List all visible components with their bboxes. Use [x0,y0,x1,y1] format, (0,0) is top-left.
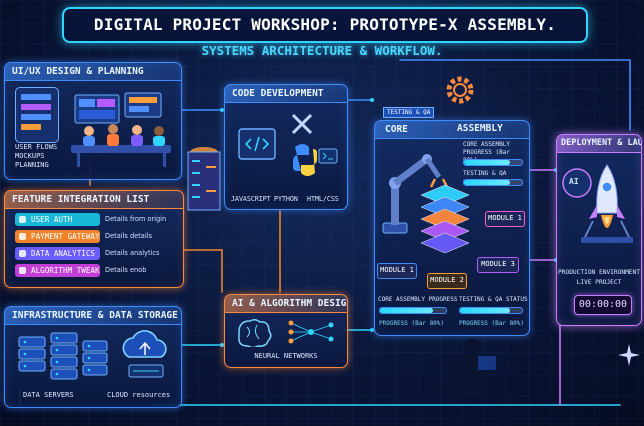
core-title-2: ASSEMBLY [457,123,503,134]
launch-timer: 00:00:00 [574,295,632,315]
core-progress-fill [380,308,433,313]
feature-desc: Details from origin [105,215,167,223]
module-1-left: MODULE 1 [377,263,417,279]
wrench-icon [291,113,313,135]
core-progress-caption: PROGRESS (Bar 80%) [379,320,445,327]
ai-badge: AI [569,177,579,186]
title-banner: DIGITAL PROJECT WORKSHOP: PROTOTYPE-X AS… [62,7,588,43]
core-assembly-progress-label: CORE ASSEMBLY PROGRESS [378,296,458,303]
uiux-item-planning: PLANNING [15,161,49,169]
ai-neural-label: NEURAL NETWORKS [254,352,318,360]
core-progress-bar-top [463,159,523,166]
feature-desc: Details details [105,232,152,240]
sliders-icon [19,267,26,274]
brain-icon [238,318,334,347]
ai-title: AI & ALGORITHM DESIGN [225,295,347,313]
phone-mockup-icon [15,87,59,143]
testing-progress-fill [460,308,510,313]
cloud-label: CLOUD resources [107,391,171,399]
code-icons [238,113,338,176]
core-title: CORE [375,121,529,139]
uiux-title: UI/UX DESIGN & PLANNING [5,63,181,81]
lock-icon [19,216,26,223]
feature-label: USER AUTH [31,215,73,224]
server-icon [18,332,108,380]
chart-icon [19,250,26,257]
data-cube-stack [187,147,221,211]
feature-integration-panel: FEATURE INTEGRATION LIST USER AUTH Detai… [4,190,184,288]
cloud-icon [122,330,167,378]
code-title: CODE DEVELOPMENT [225,85,347,103]
uiux-panel: UI/UX DESIGN & PLANNING USER FLOWS MOCKU… [4,62,182,180]
env-line-1: PRODUCTION ENVIRONMENT [558,269,640,276]
module-2: MODULE 2 [427,273,467,289]
deployment-panel: DEPLOYMENT & LAUNCH AI PRODUCTION ENVIRO… [556,134,642,326]
lang-javascript: JAVASCRIPT [231,195,271,203]
feature-desc: Details enob [105,266,147,274]
feature-label: PAYMENT GATEWAY [31,232,100,241]
core-progress-bar [379,307,447,314]
code-development-panel: CODE DEVELOPMENT JAVASCRIPT PYTHON HTML/… [224,84,348,210]
deploy-title: DEPLOYMENT & LAUNCH [557,135,641,153]
uiux-item-mockups: MOCKUPS [15,152,45,160]
testing-status-label: TESTING & QA STATUS [459,296,528,303]
feature-label: DATA ANALYTICS [31,249,96,258]
sparkle-icon [618,344,640,366]
team-meeting-illustration [71,92,171,167]
testing-progress-caption: PROGRESS (Bar 80%) [459,320,525,327]
testing-progress-fill-top [464,180,511,185]
infrastructure-panel: INFRASTRUCTURE & DATA STORAGE DATA SERVE… [4,306,182,408]
feature-desc: Details analytics [105,249,160,257]
module-stack-icon [420,184,470,254]
feature-label: ALGORITHM TWEAKING [31,266,100,275]
testing-progress-bar-top [463,179,523,186]
person-silhouette [454,339,496,398]
env-line-2: LIVE PROJECT [576,279,622,286]
card-icon [19,233,26,240]
module-1-right: MODULE 1 [485,211,525,227]
python-icon [293,144,309,171]
module-3: MODULE 3 [477,257,519,273]
core-progress-fill-top [464,160,511,165]
lang-htmlcss: HTML/CSS [307,195,339,203]
lang-python: PYTHON [274,195,298,203]
infra-title: INFRASTRUCTURE & DATA STORAGE [5,307,181,325]
servers-label: DATA SERVERS [23,391,74,399]
page-subtitle: SYSTEMS ARCHITECTURE & WORKFLOW. [201,43,443,58]
page-title: DIGITAL PROJECT WORKSHOP: PROTOTYPE-X AS… [93,15,557,34]
core-assembly-panel: CORE ASSEMBLY TESTING & QA CORE ASSEMBLY… [374,107,530,336]
ai-algorithm-panel: AI & ALGORITHM DESIGN NEURAL NETWORKS [224,294,348,368]
testing-progress-bar [459,307,523,314]
uiux-item-user-flows: USER FLOWS [15,143,58,151]
gear-icon [446,76,474,104]
robot-arm-icon [382,154,449,234]
rocket-icon [562,164,633,243]
testing-tag: TESTING & QA [383,107,435,118]
feature-title: FEATURE INTEGRATION LIST [5,191,183,209]
